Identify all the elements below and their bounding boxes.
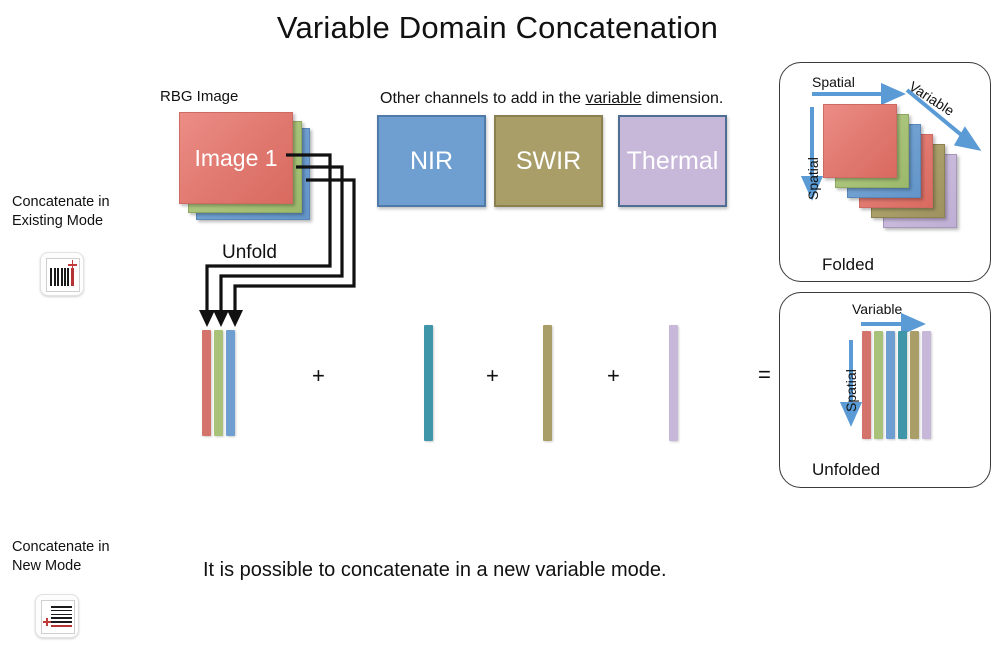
sidebar-label-line1: Concatenate in — [12, 194, 110, 210]
unfolded-strip-purple — [922, 331, 931, 439]
unfold-arrowhead-3 — [227, 310, 243, 327]
sidebar-label-line2: New Mode — [12, 558, 82, 574]
unfolded-strip-red — [862, 331, 871, 439]
unfold-arrowhead-1 — [199, 310, 215, 327]
unfolded-strip-teal — [898, 331, 907, 439]
concat-existing-mode-button[interactable] — [40, 252, 84, 296]
folded-panel-caption: Folded — [822, 255, 874, 274]
channel-box-thermal: Thermal — [618, 115, 727, 207]
unfolded-strip-blue — [886, 331, 895, 439]
unfold-arrowhead-2 — [213, 310, 229, 327]
channel-label-nir: NIR — [409, 146, 454, 175]
strip-rgb-green — [214, 330, 223, 436]
channel-box-nir: NIR — [377, 115, 486, 207]
page-title: Variable Domain Concatenation — [276, 10, 719, 45]
unfolded-axis-left-label: Spatial — [843, 369, 859, 412]
rgb-card-red: Image 1 — [179, 112, 293, 204]
red-bar-icon — [71, 268, 74, 286]
channel-label-thermal: Thermal — [626, 146, 719, 175]
sidebar-item-existing-mode-label: Concatenate in Existing Mode — [12, 193, 152, 231]
concat-existing-mode-icon — [46, 258, 80, 292]
sidebar-label-line2: Existing Mode — [12, 213, 104, 229]
bottom-note: It is possible to concatenate in a new v… — [203, 559, 667, 581]
sidebar-item-new-mode-label: Concatenate in New Mode — [12, 538, 152, 576]
operator-equals: = — [758, 362, 771, 387]
operator-plus-1: + — [312, 363, 325, 388]
rgb-image-label: RBG Image — [160, 88, 239, 105]
plus-icon — [68, 260, 77, 269]
unfolded-strip-green — [874, 331, 883, 439]
caption-underlined-variable: variable — [585, 90, 642, 107]
unfold-label: Unfold — [222, 242, 277, 263]
strip-rgb-blue — [226, 330, 235, 436]
channel-label-swir: SWIR — [515, 146, 582, 175]
folded-axis-top-label: Spatial — [812, 74, 855, 90]
plus-icon — [43, 618, 51, 626]
strip-nir-teal — [424, 325, 433, 441]
caption-part-before: Other channels to add in the — [380, 90, 586, 107]
strip-thermal-purple — [669, 325, 678, 441]
image-1-label: Image 1 — [194, 144, 278, 171]
folded-card-red-1 — [823, 104, 897, 178]
folded-axis-left-label: Spatial — [805, 157, 821, 200]
operator-plus-2: + — [486, 363, 499, 388]
horizontal-lines-icon — [51, 606, 72, 625]
unfolded-axis-top-label: Variable — [852, 301, 903, 317]
sidebar-label-line1: Concatenate in — [12, 539, 110, 555]
channels-caption: Other channels to add in the variable di… — [380, 90, 723, 108]
concat-new-mode-icon — [41, 600, 75, 634]
red-line-icon — [51, 625, 72, 627]
caption-part-after: dimension. — [641, 90, 724, 107]
channel-box-swir: SWIR — [494, 115, 603, 207]
concat-new-mode-button[interactable] — [35, 594, 79, 638]
strip-rgb-red — [202, 330, 211, 436]
strip-swir-olive — [543, 325, 552, 441]
unfolded-strip-olive — [910, 331, 919, 439]
unfolded-panel — [779, 292, 991, 488]
operator-plus-3: + — [607, 363, 620, 388]
unfolded-panel-caption: Unfolded — [812, 460, 881, 479]
